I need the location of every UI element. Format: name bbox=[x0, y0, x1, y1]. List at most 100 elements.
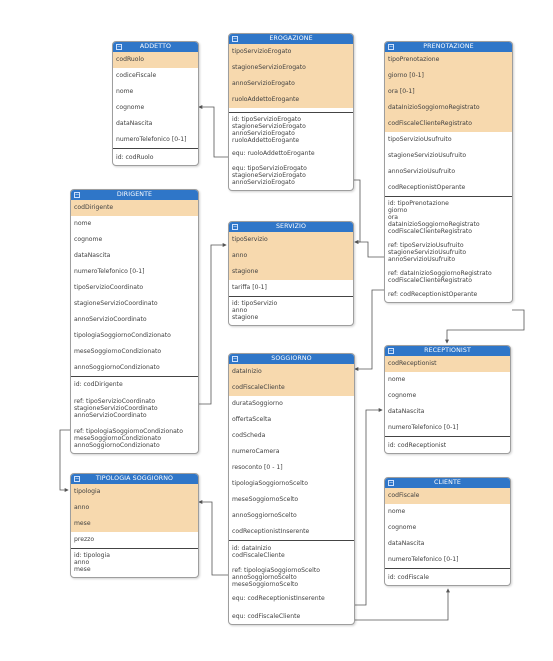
attribute: annoSoggiornoScelto bbox=[232, 512, 297, 519]
collapse-icon[interactable]: − bbox=[232, 36, 238, 42]
attribute: codScheda bbox=[232, 432, 266, 439]
key-attribute: anno bbox=[71, 500, 198, 516]
divider bbox=[113, 148, 198, 149]
entity-title: DIRIGENTE bbox=[116, 191, 153, 198]
constraint: ref: tipoServizioCoordinato stagioneServ… bbox=[74, 398, 158, 419]
constraint: id: tipoPrenotazione giorno ora dataIniz… bbox=[388, 200, 480, 235]
collapse-icon[interactable]: − bbox=[232, 356, 238, 362]
link-dirigente-servizio bbox=[197, 243, 227, 405]
attribute: codReceptionistOperante bbox=[388, 184, 466, 191]
link-soggiorno-receptionist bbox=[355, 408, 383, 606]
attribute: meseSoggiornoCondizionato bbox=[74, 348, 162, 355]
attribute: cognome bbox=[116, 104, 145, 111]
constraint: id: codDirigente bbox=[74, 381, 123, 388]
constraint: ref: dataInizioSoggiornoRegistrato codFi… bbox=[388, 270, 492, 284]
entity-header[interactable]: −EROGAZIONE bbox=[229, 34, 353, 44]
entity-erogazione[interactable]: −EROGAZIONE tipoServizioErogato stagione… bbox=[228, 33, 354, 191]
entity-tipologia-soggiorno[interactable]: −TIPOLOGIA SOGGIORNO tipologia anno mese… bbox=[70, 473, 199, 578]
key-attribute: stagioneServizioErogato bbox=[229, 60, 353, 76]
key-attribute: ruoloAddettoErogante bbox=[229, 92, 353, 108]
entity-soggiorno[interactable]: −SOGGIORNO dataInizio codFiscaleCliente … bbox=[228, 353, 355, 625]
divider bbox=[229, 112, 353, 113]
constraint: id: dataInizio codFiscaleCliente bbox=[232, 545, 285, 559]
constraint: ref: tipologiaSoggiornoCondizionato mese… bbox=[74, 428, 183, 449]
key-attribute: annoServizioErogato bbox=[229, 76, 353, 92]
attribute: codReceptionistInserente bbox=[232, 528, 310, 535]
key-attribute: stagione bbox=[229, 264, 353, 280]
entity-header[interactable]: − CLIENTE bbox=[385, 478, 510, 488]
key-attribute: dataInizio bbox=[229, 364, 354, 380]
entity-header[interactable]: −SERVIZIO bbox=[229, 222, 353, 232]
entity-header[interactable]: − SOGGIORNO bbox=[229, 354, 354, 364]
entity-header[interactable]: − TIPOLOGIA SOGGIORNO bbox=[71, 474, 198, 484]
attribute: offertaScelta bbox=[232, 416, 272, 423]
key-attribute: codFiscaleCliente bbox=[229, 380, 354, 396]
entity-title: PRENOTAZIONE bbox=[423, 43, 474, 50]
divider bbox=[385, 568, 510, 569]
entity-header[interactable]: − ADDETTO bbox=[113, 42, 198, 52]
link-dirigente-tipologia bbox=[59, 429, 70, 492]
attribute: numeroTelefonico [0-1] bbox=[116, 136, 187, 143]
collapse-icon[interactable]: − bbox=[74, 192, 80, 198]
constraint: id: codReceptionist bbox=[388, 442, 447, 449]
constraint: equ: codFiscaleCliente bbox=[232, 613, 301, 620]
link-prenotazione-soggiorno bbox=[354, 289, 384, 371]
collapse-icon[interactable]: − bbox=[232, 224, 238, 230]
attribute: resoconto [0 - 1] bbox=[232, 464, 283, 471]
key-attribute: dataInizioSoggiornoRegistrato bbox=[385, 100, 512, 116]
attribute: numeroTelefonico [0-1] bbox=[74, 268, 145, 275]
entity-dirigente[interactable]: −DIRIGENTE codDirigente nome cognome dat… bbox=[70, 189, 199, 454]
attribute: dataNascita bbox=[388, 408, 425, 415]
collapse-icon[interactable]: − bbox=[388, 480, 394, 486]
attribute: annoServizioUsufruito bbox=[388, 168, 456, 175]
key-attribute: tipoPrenotazione bbox=[385, 52, 512, 68]
attribute: durataSoggiorno bbox=[232, 400, 283, 407]
entity-title: ADDETTO bbox=[139, 43, 172, 50]
attribute: dataNascita bbox=[74, 252, 111, 259]
link-prenotazione-servizio bbox=[354, 240, 384, 258]
attribute: tipologiaSoggiornoScelto bbox=[232, 480, 308, 487]
attribute: nome bbox=[388, 376, 406, 383]
entity-prenotazione[interactable]: −PRENOTAZIONE tipoPrenotazione giorno [0… bbox=[384, 41, 513, 303]
link-prenotazione-receptionist bbox=[445, 309, 525, 344]
entity-receptionist[interactable]: −RECEPTIONIST codReceptionist nome cogno… bbox=[384, 345, 511, 454]
collapse-icon[interactable]: − bbox=[388, 348, 394, 354]
constraint: id: codRuolo bbox=[116, 154, 154, 161]
divider bbox=[71, 548, 198, 549]
entity-title: RECEPTIONIST bbox=[424, 347, 471, 354]
key-attribute: tipoServizio bbox=[229, 232, 353, 248]
attribute: tipoServizioCoordinato bbox=[74, 284, 144, 291]
entity-addetto[interactable]: −ADDETTO codRuolo codiceFiscale nome cog… bbox=[112, 41, 199, 166]
key-attribute: codDirigente bbox=[71, 200, 198, 216]
entity-title: CLIENTE bbox=[434, 479, 461, 486]
attribute: codiceFiscale bbox=[116, 72, 157, 79]
entity-header[interactable]: − PRENOTAZIONE bbox=[385, 42, 512, 52]
entity-cliente[interactable]: −CLIENTE codFiscale nome cognome dataNas… bbox=[384, 477, 511, 586]
entity-header[interactable]: − DIRIGENTE bbox=[71, 190, 198, 200]
key-attribute: ora [0-1] bbox=[385, 84, 512, 100]
link-soggiorno-tipologia bbox=[198, 500, 228, 576]
constraint: id: tipologia anno mese bbox=[74, 552, 110, 573]
constraint: equ: ruoloAddettoErogante bbox=[232, 150, 315, 157]
entity-servizio[interactable]: −SERVIZIO tipoServizio anno stagione tar… bbox=[228, 221, 354, 326]
divider bbox=[229, 540, 354, 541]
collapse-icon[interactable]: − bbox=[116, 44, 122, 50]
link-soggiorno-cliente bbox=[355, 588, 450, 621]
entity-header[interactable]: − RECEPTIONIST bbox=[385, 346, 510, 356]
constraint: equ: codReceptionistInserente bbox=[232, 595, 325, 602]
attribute: nome bbox=[388, 508, 406, 515]
key-attribute: anno bbox=[229, 248, 353, 264]
collapse-icon[interactable]: − bbox=[388, 44, 394, 50]
key-attribute: tipoServizioErogato bbox=[229, 44, 353, 60]
attribute: stagioneServizioUsufruito bbox=[388, 152, 467, 159]
attribute: meseSoggiornoScelto bbox=[232, 496, 299, 503]
link-erogazione-addetto bbox=[198, 105, 228, 158]
constraint: equ: tipoServizioErogato stagioneServizi… bbox=[232, 165, 307, 186]
constraint: id: tipoServizio anno stagione bbox=[232, 300, 278, 321]
collapse-icon[interactable]: − bbox=[74, 476, 80, 482]
attribute: cognome bbox=[388, 524, 417, 531]
entity-title: SOGGIORNO bbox=[271, 355, 312, 362]
entity-title: TIPOLOGIA SOGGIORNO bbox=[95, 475, 174, 482]
key-attribute: codRuolo bbox=[113, 52, 198, 68]
